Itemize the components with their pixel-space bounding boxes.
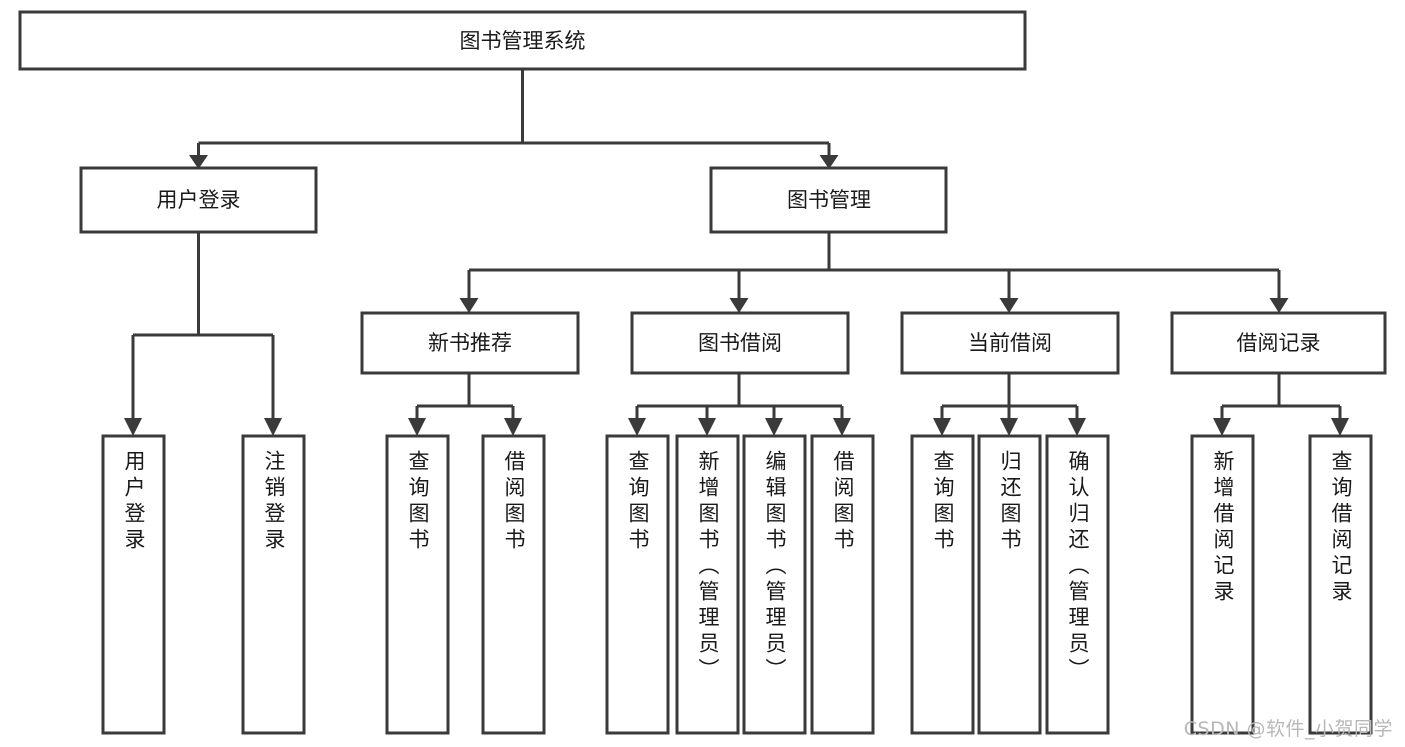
node-borrow-record-label: 借阅记录 xyxy=(1237,331,1321,355)
arrow-to-book-manage xyxy=(819,155,839,169)
arrow-to-leaf-return-book xyxy=(1000,418,1018,436)
watermark-text: CSDN @软件_小贺同学 xyxy=(1183,718,1393,740)
node-book-borrow[interactable]: 图书借阅 xyxy=(630,311,850,375)
node-leaf-confirm-return[interactable] xyxy=(1045,434,1110,735)
node-leaf-borrow-book-1[interactable] xyxy=(481,434,546,735)
edges-layer xyxy=(124,69,1349,436)
node-root-label: 图书管理系统 xyxy=(460,29,586,53)
node-leaf-edit-book[interactable] xyxy=(742,434,807,735)
node-book-manage-label: 图书管理 xyxy=(787,188,871,212)
node-current-borrow[interactable]: 当前借阅 xyxy=(900,311,1120,375)
node-root[interactable]: 图书管理系统 xyxy=(18,10,1027,71)
arrow-to-user-login xyxy=(189,155,208,169)
node-leaf-user-logout[interactable] xyxy=(241,434,306,735)
nodes-layer: 图书管理系统 用户登录 图书管理 新书推荐 图书借阅 当前 xyxy=(18,10,1387,735)
node-leaf-query-book-2[interactable] xyxy=(605,434,670,735)
arrow-to-leaf-add-record xyxy=(1213,418,1231,436)
arrow-to-leaf-query-book-2 xyxy=(628,418,646,436)
arrow-to-leaf-query-book-3 xyxy=(933,418,951,436)
arrow-to-leaf-user-logout xyxy=(264,418,282,436)
node-current-borrow-label: 当前借阅 xyxy=(968,331,1052,355)
node-book-borrow-label: 图书借阅 xyxy=(698,331,782,355)
node-leaf-borrow-book-2[interactable] xyxy=(810,434,875,735)
node-user-login[interactable]: 用户登录 xyxy=(79,166,318,234)
arrow-to-leaf-query-book-1 xyxy=(408,418,426,436)
node-new-book-recommend[interactable]: 新书推荐 xyxy=(360,311,580,375)
node-user-login-label: 用户登录 xyxy=(157,188,241,212)
arrow-to-leaf-borrow-book-1 xyxy=(504,418,522,436)
arrow-to-leaf-user-login xyxy=(124,418,142,436)
arrow-to-leaf-edit-book xyxy=(765,418,783,436)
arrow-to-new-book-recommend xyxy=(459,298,479,313)
node-leaf-query-record[interactable] xyxy=(1308,434,1373,735)
arrow-to-borrow-record xyxy=(1269,298,1289,313)
node-leaf-query-book-3[interactable] xyxy=(910,434,975,735)
node-borrow-record[interactable]: 借阅记录 xyxy=(1170,311,1387,375)
arrow-to-leaf-borrow-book-2 xyxy=(833,418,851,436)
node-new-book-recommend-label: 新书推荐 xyxy=(428,331,512,355)
arrow-to-book-borrow xyxy=(729,298,749,313)
arrow-to-current-borrow xyxy=(999,298,1019,313)
arrow-to-leaf-query-record xyxy=(1331,418,1349,436)
arrow-to-leaf-confirm-return xyxy=(1068,418,1086,436)
node-leaf-query-book-1[interactable] xyxy=(385,434,450,735)
node-leaf-add-book[interactable] xyxy=(675,434,740,735)
arrow-to-leaf-add-book xyxy=(698,418,716,436)
node-book-manage[interactable]: 图书管理 xyxy=(709,166,948,234)
node-leaf-return-book[interactable] xyxy=(977,434,1042,735)
node-leaf-add-record[interactable] xyxy=(1190,434,1255,735)
node-leaf-user-login[interactable] xyxy=(101,434,166,735)
